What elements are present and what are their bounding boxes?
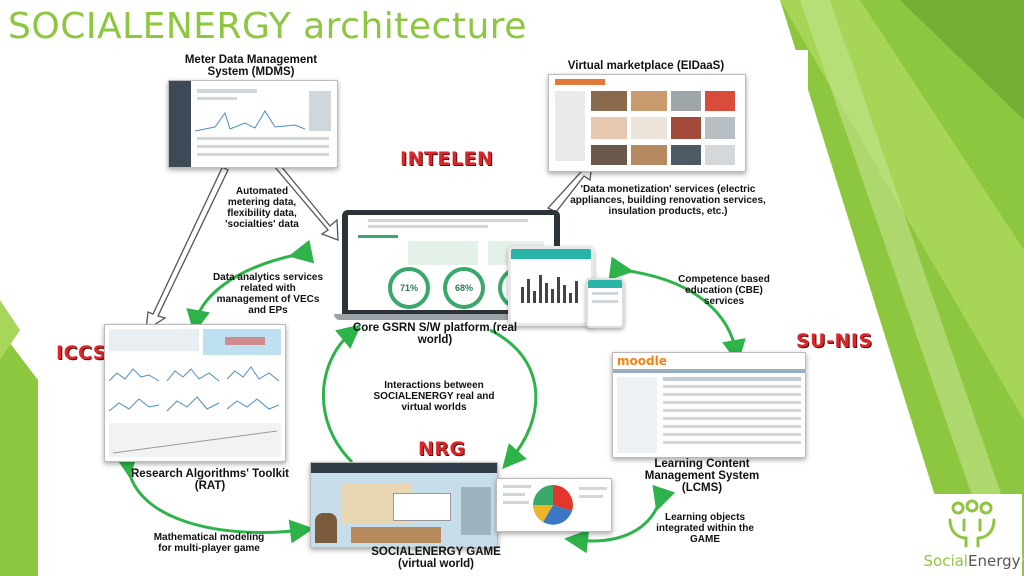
socialenergy-logo: SocialEnergy — [922, 494, 1022, 576]
rat-label: Research Algorithms' Toolkit (RAT) — [130, 468, 289, 492]
edge-label-competence: Competence based education (CBE) service… — [678, 274, 770, 307]
game-popup — [496, 478, 612, 532]
partner-intelen: INTELEN — [400, 148, 494, 170]
logo-text: SocialEnergy — [923, 552, 1021, 570]
arrow-core-lcms — [608, 256, 746, 364]
edge-label-interactions: Interactions between SOCIALENERGY real a… — [373, 380, 495, 413]
mdms-label: Meter Data Management System (MDMS) — [184, 54, 318, 78]
mdms-screenshot — [168, 80, 338, 168]
lcms-brand: moodle — [617, 354, 667, 368]
gauge-2: 68% — [443, 267, 485, 309]
game-screenshot — [310, 462, 498, 548]
logo-people-icon — [948, 499, 996, 548]
arrow-core-game-left — [321, 324, 362, 464]
gauge-1: 71% — [388, 267, 430, 309]
arrow-core-rat — [186, 239, 315, 334]
arrow-core-game-right — [489, 328, 538, 470]
edge-label-monetization: 'Data monetization' services (electric a… — [570, 184, 766, 217]
page-title: SOCIALENERGY architecture — [8, 6, 527, 47]
core-label: Core GSRN S/W platform (real world) — [352, 322, 518, 346]
arrow-mdms-to-core — [266, 159, 339, 241]
edge-label-modeling: Mathematical modeling for multi-player g… — [153, 532, 265, 554]
marketplace-screenshot — [548, 74, 746, 172]
edge-label-analytics: Data analytics services related with man… — [212, 272, 324, 316]
edge-label-learning: Learning objects integrated within the G… — [656, 512, 754, 545]
core-tablet — [508, 246, 594, 326]
partner-nrg: NRG — [418, 438, 466, 460]
marketplace-label: Virtual marketplace (EIDaaS) — [567, 60, 725, 72]
rat-screenshot — [104, 324, 286, 462]
lcms-screenshot: moodle — [612, 352, 806, 458]
partner-sunis: SU-NIS — [796, 330, 873, 352]
lcms-label: Learning Content Management System (LCMS… — [644, 458, 760, 494]
arrow-lcms-game — [564, 484, 676, 554]
partner-iccs: ICCS — [56, 342, 107, 364]
arrow-rat-game — [114, 452, 314, 544]
edge-label-automated: Automated metering data, flexibility dat… — [225, 186, 299, 230]
core-phone — [586, 278, 624, 328]
game-label: SOCIALENERGY GAME (virtual world) — [371, 546, 501, 570]
